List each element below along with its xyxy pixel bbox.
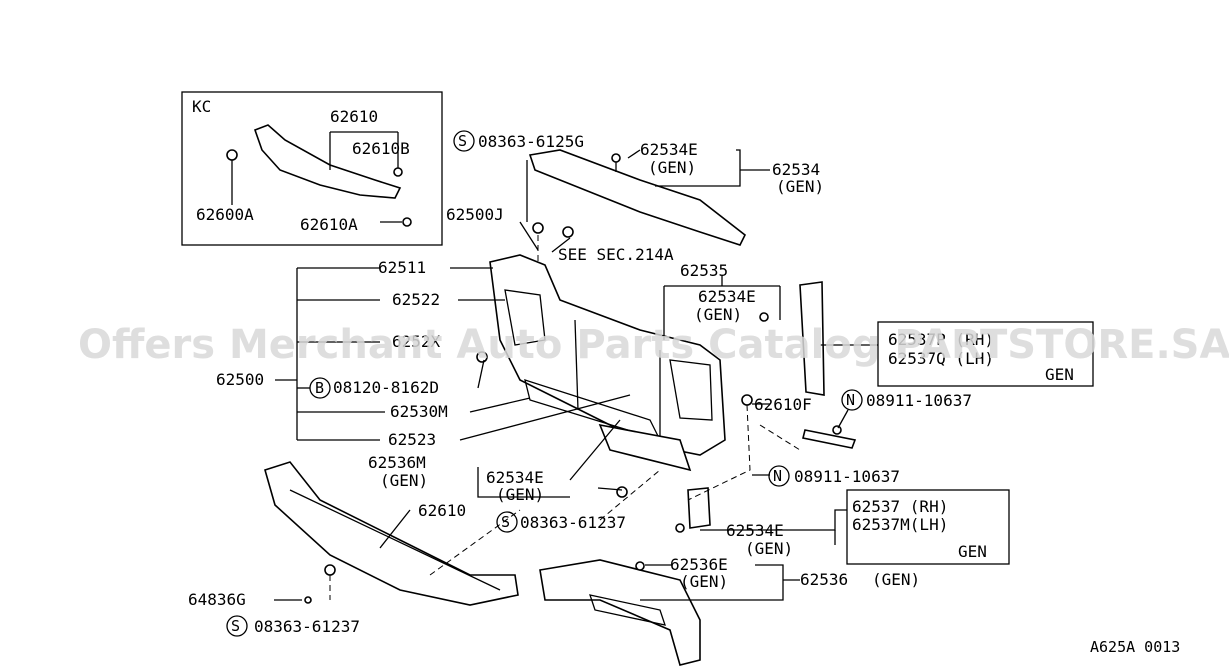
label-62534E-low: 62534E (486, 468, 544, 487)
hood-lock-strip (802, 429, 857, 449)
bolt-icon (476, 351, 488, 363)
info-box-62537 (846, 489, 1010, 565)
label-gen-low: (GEN) (496, 485, 544, 504)
label-08363-61237-a: 08363-61237 (520, 513, 626, 532)
label-62500J: 62500J (446, 205, 504, 224)
info-box-62537p (877, 321, 1094, 387)
label-see-sec: SEE SEC.214A (558, 245, 674, 264)
front-bumper (264, 461, 519, 606)
symbol-s-circle (453, 130, 475, 152)
symbol-s2: S (501, 513, 510, 531)
label-62530M: 62530M (390, 402, 448, 421)
label-62610: 62610 (418, 501, 466, 520)
label-62537: 62537 (RH) (852, 497, 948, 516)
kc-inset: KC 62610 62610B 62600A 62610A (181, 91, 443, 246)
symbol-s1: S (458, 132, 467, 150)
lower-tie-bar (598, 423, 692, 472)
lower-member (539, 559, 701, 666)
screw-icon (616, 486, 628, 498)
label-62610F: 62610F (754, 395, 812, 414)
label-08363-6125G: 08363-6125G (478, 132, 584, 151)
watermark: Offers Merchant Auto Parts Catalog PARTS… (78, 322, 1229, 368)
label-08120-8162D: 08120-8162D (333, 378, 439, 397)
symbol-n2: N (773, 467, 782, 485)
screw-icon (324, 564, 336, 576)
label-62534E-top: 62534E (640, 140, 698, 159)
label-62535: 62535 (680, 261, 728, 280)
label-08363-61237-b: 08363-61237 (254, 617, 360, 636)
label-62536M: 62536M (368, 453, 426, 472)
symbol-b: B (315, 379, 324, 397)
label-62536: 62536 (800, 570, 848, 589)
label-62534E-mid: 62534E (698, 287, 756, 306)
label-62523: 62523 (388, 430, 436, 449)
label-62610-inset: 62610 (330, 107, 378, 126)
side-bracket (799, 281, 825, 396)
symbol-s-circle (226, 615, 248, 637)
clip-icon (304, 596, 312, 604)
symbol-n1: N (846, 391, 855, 409)
label-gen-62536: (GEN) (872, 570, 920, 589)
symbol-s3: S (231, 617, 240, 635)
label-62600A: 62600A (196, 205, 254, 224)
label-gen-62536M: (GEN) (380, 471, 428, 490)
radiator-core-support (489, 254, 726, 456)
label-08911-10637-a: 08911-10637 (866, 391, 972, 410)
label-62537P: 62537P (RH) (888, 330, 994, 349)
nut-icon (832, 425, 842, 435)
label-62610B: 62610B (352, 139, 410, 158)
label-08911-10637-b: 08911-10637 (794, 467, 900, 486)
label-gen-62536E: (GEN) (680, 572, 728, 591)
label-62511: 62511 (378, 258, 426, 277)
bolt-icon (532, 222, 544, 234)
diagram-code: A625A 0013 (1090, 638, 1180, 656)
inset-title: KC (192, 97, 211, 116)
label-62537Q: 62537Q (LH) (888, 349, 994, 368)
symbol-b-circle (309, 377, 331, 399)
screw-icon (611, 153, 621, 163)
inset-frame (181, 91, 443, 246)
label-gen-r: (GEN) (745, 539, 793, 558)
symbol-s-circle (496, 511, 518, 533)
label-62522: 62522 (392, 290, 440, 309)
nut-icon (741, 394, 753, 406)
label-62500: 62500 (216, 370, 264, 389)
label-gen-top: (GEN) (648, 158, 696, 177)
grommet-icon (562, 226, 574, 238)
label-62536E: 62536E (670, 555, 728, 574)
label-gen-62534: (GEN) (776, 177, 824, 196)
screw-icon (675, 523, 685, 533)
upper-support-bar (528, 149, 747, 246)
label-62537M: 62537M(LH) (852, 515, 948, 534)
clip-icon (759, 312, 769, 322)
label-62534E-r: 62534E (726, 521, 784, 540)
clip-icon (635, 561, 645, 571)
label-62610A: 62610A (300, 215, 358, 234)
symbol-n-circle (768, 465, 790, 487)
label-gen-mid: (GEN) (694, 305, 742, 324)
lower-bracket (687, 487, 711, 529)
label-62534: 62534 (772, 160, 820, 179)
label-gen-box1: GEN (1045, 365, 1074, 384)
symbol-n-circle (841, 389, 863, 411)
label-64836G: 64836G (188, 590, 246, 609)
inset-clip (226, 149, 238, 161)
label-gen-box2: GEN (958, 542, 987, 561)
inset-bumper-reinforcement (253, 124, 402, 199)
label-6252x: 6252X (392, 332, 441, 351)
